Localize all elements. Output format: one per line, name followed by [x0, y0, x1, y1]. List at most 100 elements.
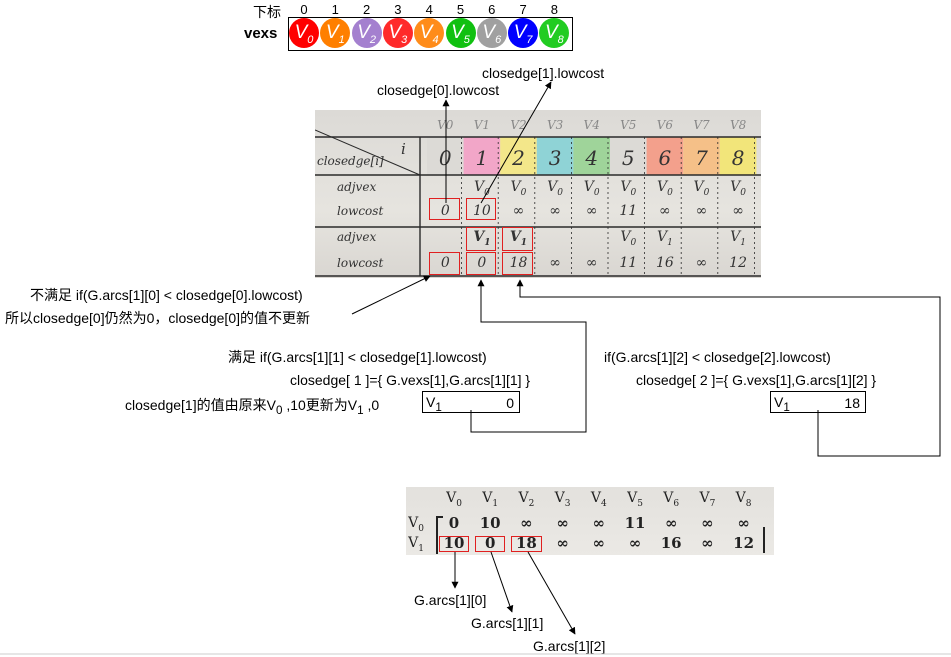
- table-cell-r3-c5: 11: [619, 255, 638, 271]
- highlight-box-6: [502, 252, 533, 275]
- vexs-index-2: 2: [362, 2, 371, 17]
- table-cell-r1-c1: 10: [472, 203, 491, 219]
- matrix-right-bracket: [758, 527, 765, 553]
- vexs-index-6: 6: [488, 2, 496, 17]
- table-cell-r1-c3: ∞: [549, 203, 561, 219]
- arcs-1-1-label: G.arcs[1][1]: [471, 615, 544, 631]
- index-band-2: [500, 137, 537, 175]
- matrix-col-head-5: V5: [627, 490, 643, 509]
- matrix-highlight-0: [439, 536, 470, 552]
- index-label: 下标: [253, 4, 281, 20]
- note2-line3-post: ,0: [363, 397, 380, 413]
- note2-line2: closedge[ 1 ]={ G.vexs[1],G.arcs[1][1] }: [290, 372, 531, 388]
- matrix-highlight-2: [511, 536, 542, 552]
- table-cell-r1-c4: ∞: [585, 203, 598, 219]
- table-cell-r3-c3: ∞: [549, 255, 561, 271]
- arrow-box2: [516, 279, 941, 457]
- matrix-cell-r0-c1: 10: [479, 514, 501, 532]
- table-header-6: V6: [656, 118, 674, 132]
- matrix-cell-r0-c5: 11: [624, 514, 646, 532]
- box2-value: 18: [844, 395, 860, 411]
- arrow-note1: [351, 275, 431, 315]
- table-header-1: V1: [473, 118, 491, 132]
- table-cell-r0-c7: V0: [693, 179, 710, 198]
- vexs-index-8: 8: [550, 2, 558, 17]
- vexs-index-7: 7: [519, 2, 527, 17]
- matrix-cell-r1-c1: 0: [484, 534, 496, 552]
- highlight-box-4: [429, 252, 460, 275]
- table-cell-r1-c6: ∞: [659, 203, 671, 219]
- table-cell-r3-c4: ∞: [585, 255, 598, 271]
- matrix-cell-r1-c5: ∞: [628, 534, 642, 552]
- arcs-1-0-label: G.arcs[1][0]: [414, 592, 487, 608]
- table-cell-r3-c8: 12: [729, 255, 747, 271]
- index-band-0: [427, 137, 464, 175]
- table-header-0: V0: [437, 118, 454, 132]
- matrix-left-bracket: [436, 516, 443, 554]
- table-index-4: 4: [585, 146, 599, 170]
- arrow-arcs-1-2: [527, 551, 576, 635]
- note3-line2: closedge[ 2 ]={ G.vexs[1],G.arcs[1][2] }: [636, 372, 877, 388]
- table-grid-line: [315, 129, 421, 176]
- table-row-label-1: lowcost: [337, 204, 384, 218]
- note3-line1: if(G.arcs[1][2] < closedge[2].lowcost): [604, 349, 831, 365]
- vexs-vertex-5: V5: [445, 18, 476, 48]
- vexs-index-0: 0: [300, 2, 308, 17]
- matrix-cell-r0-c7: ∞: [701, 514, 714, 532]
- vexs-vertex-0: V0: [289, 18, 319, 48]
- table-index-6: 6: [658, 146, 672, 170]
- box1-value: 0: [506, 395, 514, 411]
- note1-line1: 不满足 if(G.arcs[1][0] < closedge[0].lowcos…: [30, 287, 303, 303]
- index-band-3: [536, 137, 574, 175]
- table-cell-r3-c0: 0: [440, 255, 450, 271]
- index-band-5: [610, 137, 647, 175]
- box1-vertex-letter: V: [426, 394, 436, 410]
- table-cell-r2-c2: V1: [509, 229, 528, 248]
- vexs-vertex-7: V7: [508, 18, 539, 48]
- table-cell-r1-c0: 0: [440, 203, 450, 219]
- table-cell-r2-c8: V1: [730, 229, 747, 248]
- box1-vertex: V1: [426, 394, 442, 416]
- index-band-4: [573, 137, 610, 175]
- table-header-3: V3: [546, 118, 564, 132]
- table-index-0: 0: [438, 146, 452, 170]
- table-corner-closedge: closedge[i]: [317, 154, 384, 168]
- closedge0-lowcost-label: closedge[0].lowcost: [377, 82, 500, 98]
- note2-line3-pre: closedge[1]的值由原来V: [125, 397, 276, 413]
- table-cell-r0-c8: V0: [730, 179, 747, 198]
- closedge-table-grid: [315, 129, 761, 277]
- note2-line1: 满足 if(G.arcs[1][1] < closedge[1].lowcost…: [228, 349, 487, 365]
- matrix-col-head-2: V2: [518, 490, 535, 509]
- table-corner-i: i: [401, 140, 406, 158]
- vexs-vertex-8: V8: [539, 18, 570, 48]
- index-band-7: [683, 137, 720, 175]
- table-cell-r3-c6: 16: [655, 255, 674, 271]
- vexs-vertex-3: V3: [382, 18, 413, 48]
- table-cell-r0-c6: V0: [656, 179, 673, 198]
- note2-line3-mid: ,10更新为V: [282, 397, 358, 413]
- vexs-label: vexs: [244, 25, 278, 42]
- arrow-box1: [470, 279, 587, 433]
- table-index-7: 7: [695, 146, 708, 170]
- table-cell-r0-c2: V0: [510, 179, 527, 198]
- matrix-cell-r1-c8: 12: [733, 534, 755, 552]
- arrow-closedge1: [480, 81, 552, 204]
- table-cell-r1-c7: ∞: [695, 203, 708, 219]
- table-cell-r1-c2: ∞: [512, 203, 525, 219]
- note2-line3-sub1: 0: [275, 403, 283, 417]
- matrix-col-head-7: V7: [699, 490, 716, 509]
- vexs-array: [288, 17, 573, 51]
- vexs-index-3: 3: [394, 2, 402, 17]
- table-header-2: V2: [510, 118, 527, 132]
- table-header-8: V8: [729, 118, 747, 132]
- highlight-box-2: [465, 227, 497, 251]
- vexs-index-4: 4: [425, 2, 433, 17]
- matrix-cell-r0-c3: ∞: [556, 514, 569, 532]
- table-index-3: 3: [548, 146, 562, 170]
- index-band-1: [463, 137, 501, 175]
- matrix-cell-r0-c8: ∞: [737, 514, 750, 532]
- index-band-8: [719, 137, 757, 175]
- matrix-cell-r1-c4: ∞: [592, 534, 606, 552]
